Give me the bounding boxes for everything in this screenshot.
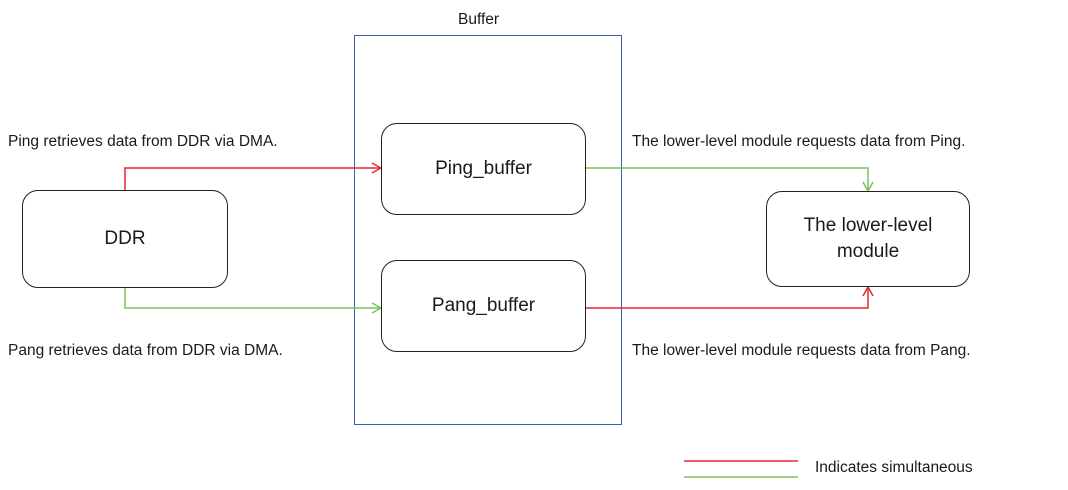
request-pang-annotation: The lower-level module requests data fro… <box>632 342 971 359</box>
buffer-container <box>354 35 622 425</box>
pang-buffer-label: Pang_buffer <box>431 295 536 317</box>
lower-module-node: The lower-level module <box>766 191 970 287</box>
pang-retrieve-annotation: Pang retrieves data from DDR via DMA. <box>8 342 283 359</box>
ping-to-module-arrow <box>586 167 874 193</box>
buffer-label: Buffer <box>458 11 500 28</box>
request-ping-annotation: The lower-level module requests data fro… <box>632 133 966 150</box>
ping-retrieve-annotation: Ping retrieves data from DDR via DMA. <box>8 133 278 150</box>
pang-buffer-node: Pang_buffer <box>381 260 586 352</box>
legend-label: Indicates simultaneous <box>815 459 973 476</box>
lower-module-label: The lower-level module <box>803 215 933 262</box>
ddr-node: DDR <box>22 190 228 288</box>
ddr-to-pang-arrow <box>124 288 383 314</box>
pang-to-module-arrow <box>586 285 874 309</box>
ping-buffer-node: Ping_buffer <box>381 123 586 215</box>
ddr-to-ping-arrow <box>124 162 383 190</box>
ping-buffer-label: Ping_buffer <box>435 158 532 180</box>
ddr-label: DDR <box>104 228 146 250</box>
